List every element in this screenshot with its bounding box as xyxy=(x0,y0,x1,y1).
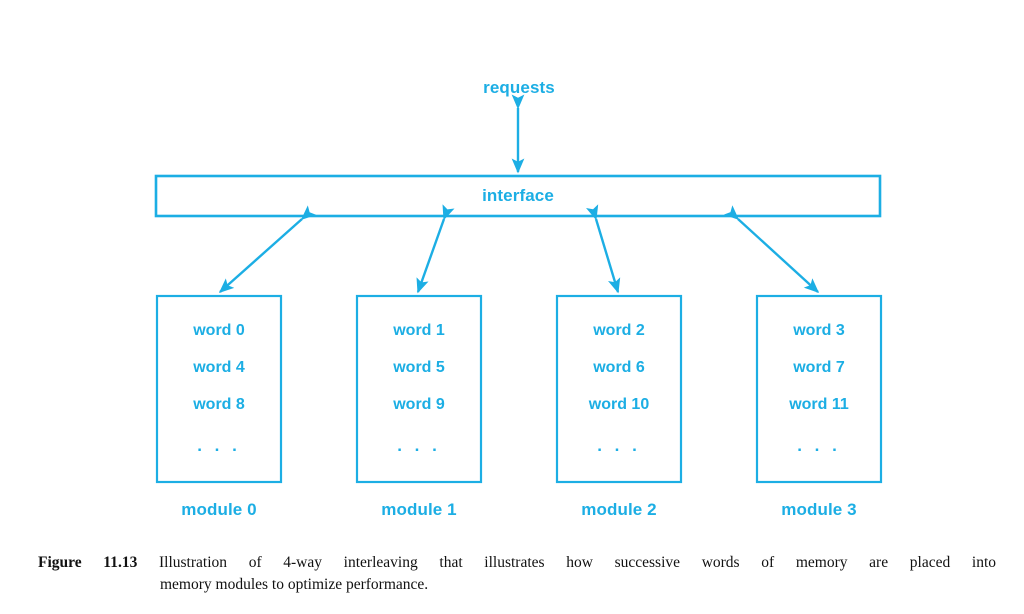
requests-label: requests xyxy=(483,78,555,97)
module-caption: module 3 xyxy=(781,500,857,519)
diagram-vector-layer xyxy=(154,94,883,484)
word-entry: word 2 xyxy=(593,322,645,339)
word-entry: word 1 xyxy=(393,322,445,339)
interface-label: interface xyxy=(482,186,554,205)
word-entry: word 7 xyxy=(793,359,845,376)
word-entry: word 10 xyxy=(588,396,650,413)
module-caption: module 0 xyxy=(181,500,257,519)
module-caption: module 2 xyxy=(581,500,657,519)
module-box-0 xyxy=(155,294,283,484)
word-entry: word 0 xyxy=(193,322,245,339)
figure-caption-line-2: memory modules to optimize performance. xyxy=(160,576,429,593)
module-connector-arrows xyxy=(218,204,820,294)
word-entry: word 8 xyxy=(193,396,245,413)
figure-caption: Figure 11.13 Illustration of 4-way inter… xyxy=(38,552,996,596)
connector-arrow-module-2 xyxy=(586,204,621,294)
module-caption: module 1 xyxy=(381,500,457,519)
word-entry: word 11 xyxy=(789,396,849,413)
figure-caption-line-1: Illustration of 4-way interleaving that … xyxy=(137,554,996,571)
figure-caption-label: Figure 11.13 xyxy=(38,554,138,571)
connector-arrow-module-0 xyxy=(218,205,317,293)
ellipsis-icon: . . . xyxy=(797,436,841,455)
figure-diagram: requests interface word 0 word 4 word 8 … xyxy=(154,78,883,519)
word-entry: word 3 xyxy=(793,322,845,339)
module-boxes xyxy=(155,294,883,484)
word-entry: word 9 xyxy=(393,396,445,413)
word-entry: word 5 xyxy=(393,359,445,376)
module-box-2 xyxy=(555,294,683,484)
module-box-1 xyxy=(355,294,483,484)
connector-arrow-module-1 xyxy=(416,204,455,294)
connector-arrow-module-3 xyxy=(723,205,820,293)
ellipsis-icon: . . . xyxy=(197,436,241,455)
ellipsis-icon: . . . xyxy=(597,436,641,455)
ellipsis-icon: . . . xyxy=(397,436,441,455)
word-entry: word 4 xyxy=(193,359,245,376)
word-entry: word 6 xyxy=(593,359,645,376)
module-box-3 xyxy=(755,294,883,484)
